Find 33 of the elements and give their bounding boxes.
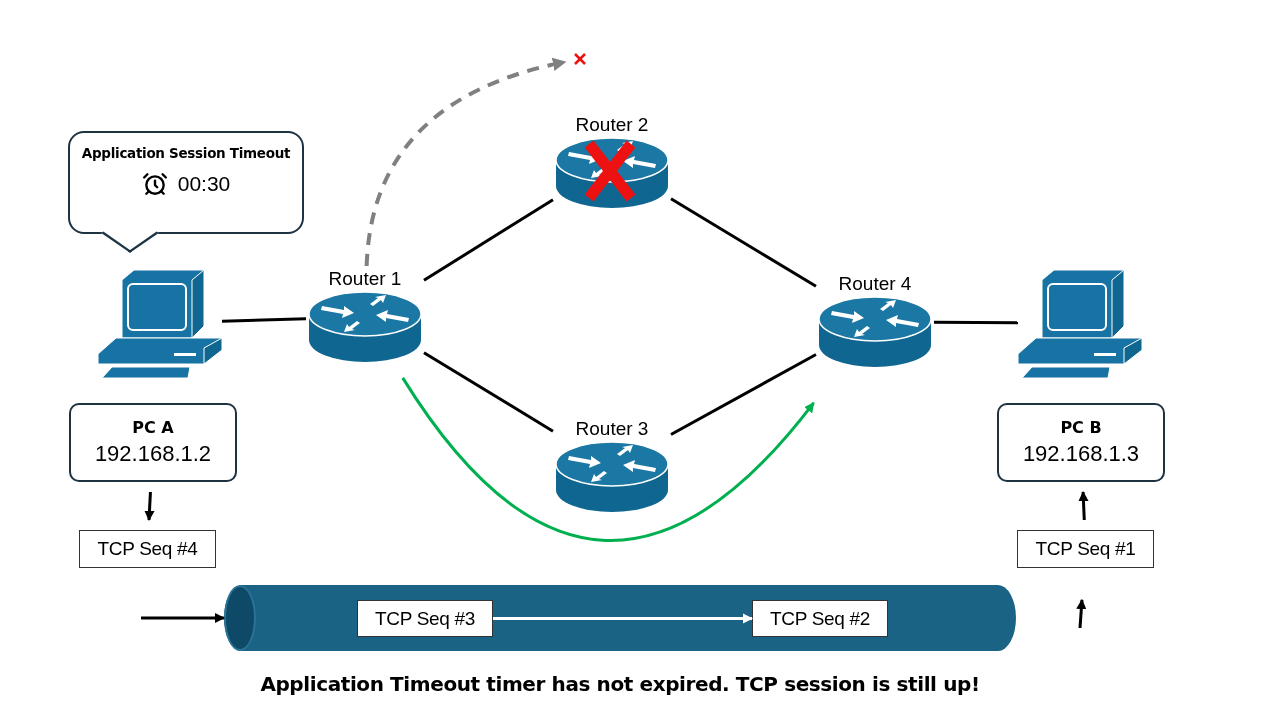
packet-label: TCP Seq #1 xyxy=(1017,530,1154,568)
host-label-box xyxy=(997,403,1165,482)
router-label: Router 1 xyxy=(328,268,402,290)
network-link xyxy=(670,197,817,288)
network-link xyxy=(423,351,554,433)
ip-address: 192.168.1.3 xyxy=(1022,441,1140,467)
callout-title: Application Session Timeout xyxy=(81,145,291,161)
pipe-tunnel xyxy=(224,585,1016,651)
ip-address: 192.168.1.2 xyxy=(94,441,212,467)
arrow xyxy=(144,491,155,522)
arrow xyxy=(141,612,225,624)
arrow xyxy=(1076,598,1087,629)
host-label-box xyxy=(69,403,237,482)
router-label: Router 2 xyxy=(575,114,649,136)
arrow xyxy=(493,613,753,624)
packet-label: TCP Seq #2 xyxy=(752,600,888,637)
packet-label: TCP Seq #4 xyxy=(79,530,216,568)
packet-label: TCP Seq #3 xyxy=(357,600,493,637)
host-name: PC B xyxy=(1060,418,1102,437)
host-name: PC A xyxy=(132,418,174,437)
network-link xyxy=(670,353,817,436)
router-label: Router 3 xyxy=(575,418,649,440)
arrow xyxy=(401,377,815,542)
network-link xyxy=(423,198,554,282)
router-label: Router 4 xyxy=(838,273,912,295)
network-link xyxy=(934,320,1018,325)
dashed-arrow xyxy=(364,58,567,267)
computer-icon xyxy=(98,268,222,378)
computer-icon xyxy=(1018,268,1142,378)
arrow xyxy=(1078,490,1089,521)
caption: Application Timeout timer has not expired. TCP session is still up! xyxy=(259,672,981,696)
network-link xyxy=(221,317,307,323)
timer-value: 00:30 xyxy=(177,172,231,196)
